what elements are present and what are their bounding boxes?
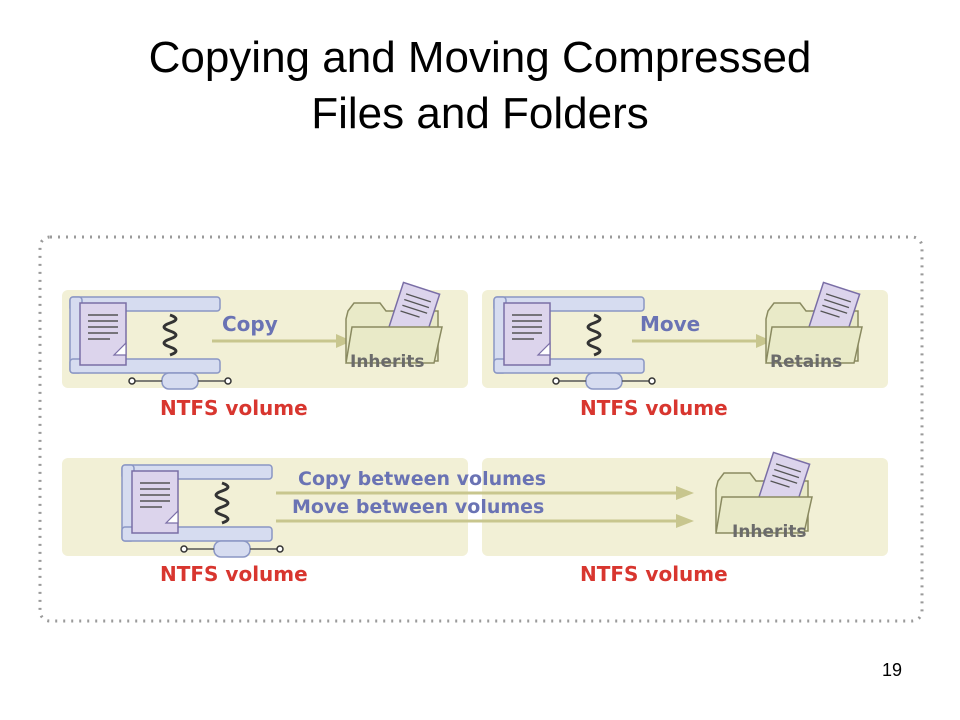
diagram-border <box>38 235 924 623</box>
page-number: 19 <box>881 660 902 680</box>
title-line-1: Copying and Moving Compressed <box>148 33 812 82</box>
diagram-svg: Copy Inherits NTFS volume Move Retains N… <box>38 235 924 623</box>
copy-between-volumes-label: Copy between volumes <box>298 468 546 490</box>
volume-label-bottom-right: NTFS volume <box>580 562 728 586</box>
inherits-result-label: Inherits <box>350 352 425 372</box>
move-between-volumes-label: Move between volumes <box>292 496 544 518</box>
slide-title: Copying and Moving Compressed Files and … <box>0 30 960 142</box>
move-arrow-icon <box>756 334 772 348</box>
move-action-label: Move <box>640 312 700 336</box>
move-between-arrow-icon <box>676 514 694 528</box>
title-line-2: Files and Folders <box>311 89 649 138</box>
copy-arrow-icon <box>336 334 352 348</box>
compression-diagram: Copy Inherits NTFS volume Move Retains N… <box>36 233 926 625</box>
volume-label-bottom-left: NTFS volume <box>160 562 308 586</box>
copy-between-arrow-icon <box>676 486 694 500</box>
volume-label-top-left: NTFS volume <box>160 396 308 420</box>
volume-label-top-right: NTFS volume <box>580 396 728 420</box>
copy-action-label: Copy <box>222 312 278 336</box>
retains-result-label: Retains <box>770 352 842 372</box>
inherits-result-label-bottom: Inherits <box>732 522 807 542</box>
